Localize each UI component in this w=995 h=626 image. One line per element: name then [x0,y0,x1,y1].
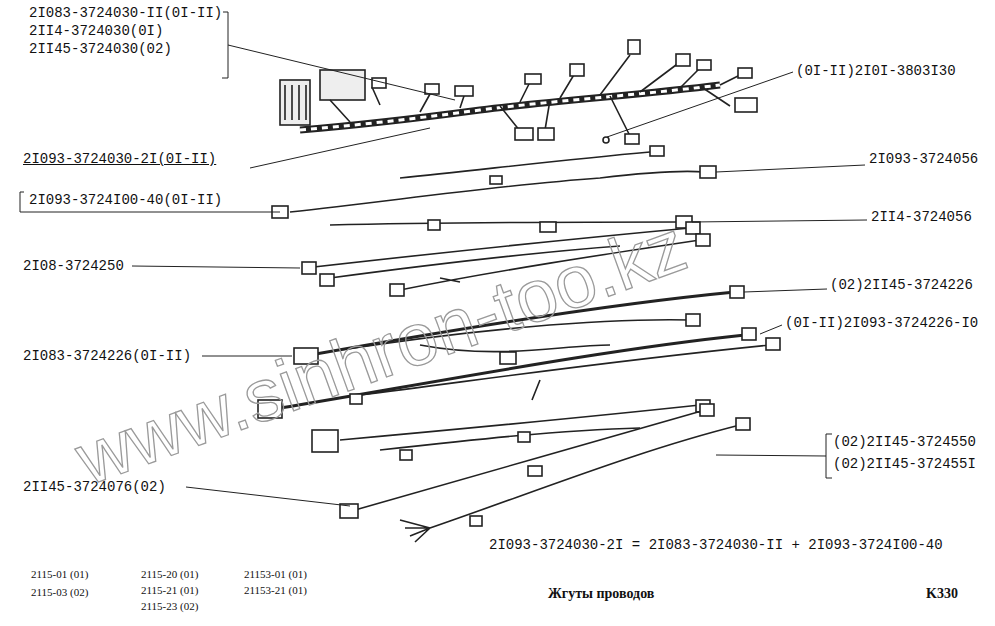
model-code: 21153-21 (01) [243,584,308,597]
part-number: (02)2II45-372455I [832,456,977,472]
part-number: 2I083-3724226(0I-II) [22,348,192,364]
part-number: (0I-II)2I0I-3803I30 [795,63,957,79]
part-number: 2II45-3724030(02) [28,41,173,57]
part-number: (0I-II)2I093-3724226-I0 [784,315,979,331]
part-number: 2I08-3724250 [22,258,125,274]
part-number: 2I093-3724030-2I(0I-II) [22,151,217,167]
model-code: 2115-03 (02) [30,586,89,599]
model-code: 21153-01 (01) [243,568,308,581]
formula-note: 2I093-3724030-2I = 2I083-3724030-II + 2I… [488,537,944,553]
model-code: 2115-01 (01) [30,568,89,581]
part-number: (02)2II45-3724226 [829,277,974,293]
part-number: 2I083-3724030-II(0I-II) [28,5,223,21]
part-number: 2II4-3724056 [870,209,973,225]
main-harness [280,40,757,144]
page-number: K330 [925,586,959,602]
part-number: 2II4-3724030(0I) [28,23,164,39]
page-title: Жгуты проводов [548,586,654,602]
part-number: 2I093-3724I00-40(0I-II) [28,192,223,208]
model-code: 2115-23 (02) [140,600,199,613]
part-number: 2I093-3724056 [868,151,979,167]
model-code: 2115-20 (01) [140,568,199,581]
model-code: 2115-21 (01) [140,584,199,597]
leader-lines [20,12,867,506]
part-number: (02)2II45-3724550 [832,434,977,450]
